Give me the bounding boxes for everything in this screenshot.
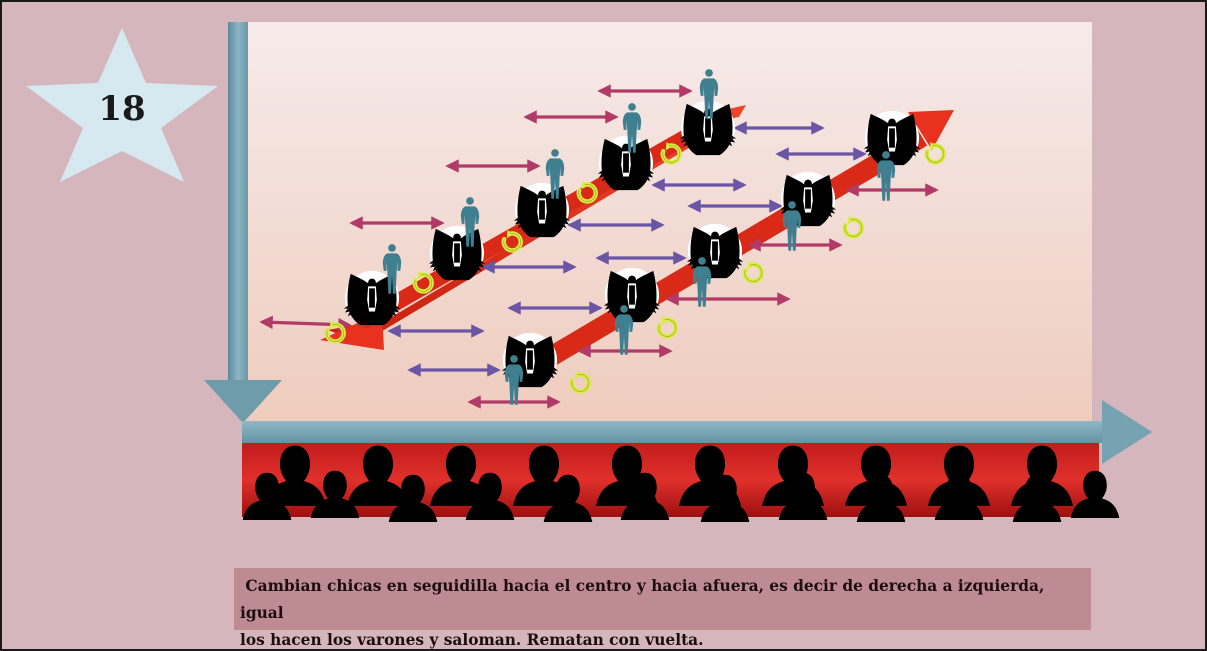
- audience: [242, 443, 1120, 522]
- slide-caption: Cambian chicas en seguidilla hacia el ce…: [234, 568, 1091, 649]
- vertical-axis-arrow: [204, 22, 282, 423]
- horizontal-axis-arrow: [242, 400, 1152, 464]
- dancer-silhouette-female-icon: [513, 182, 571, 238]
- dancer-silhouette-female-icon: [863, 110, 921, 166]
- dancer-silhouette-female-icon: [428, 225, 486, 281]
- step-number-badge: 18: [24, 24, 220, 184]
- dancer-silhouette-female-icon: [597, 135, 655, 191]
- star-icon: [26, 28, 218, 182]
- dancer-silhouette-female-icon: [603, 267, 661, 323]
- step-number: 18: [98, 89, 146, 129]
